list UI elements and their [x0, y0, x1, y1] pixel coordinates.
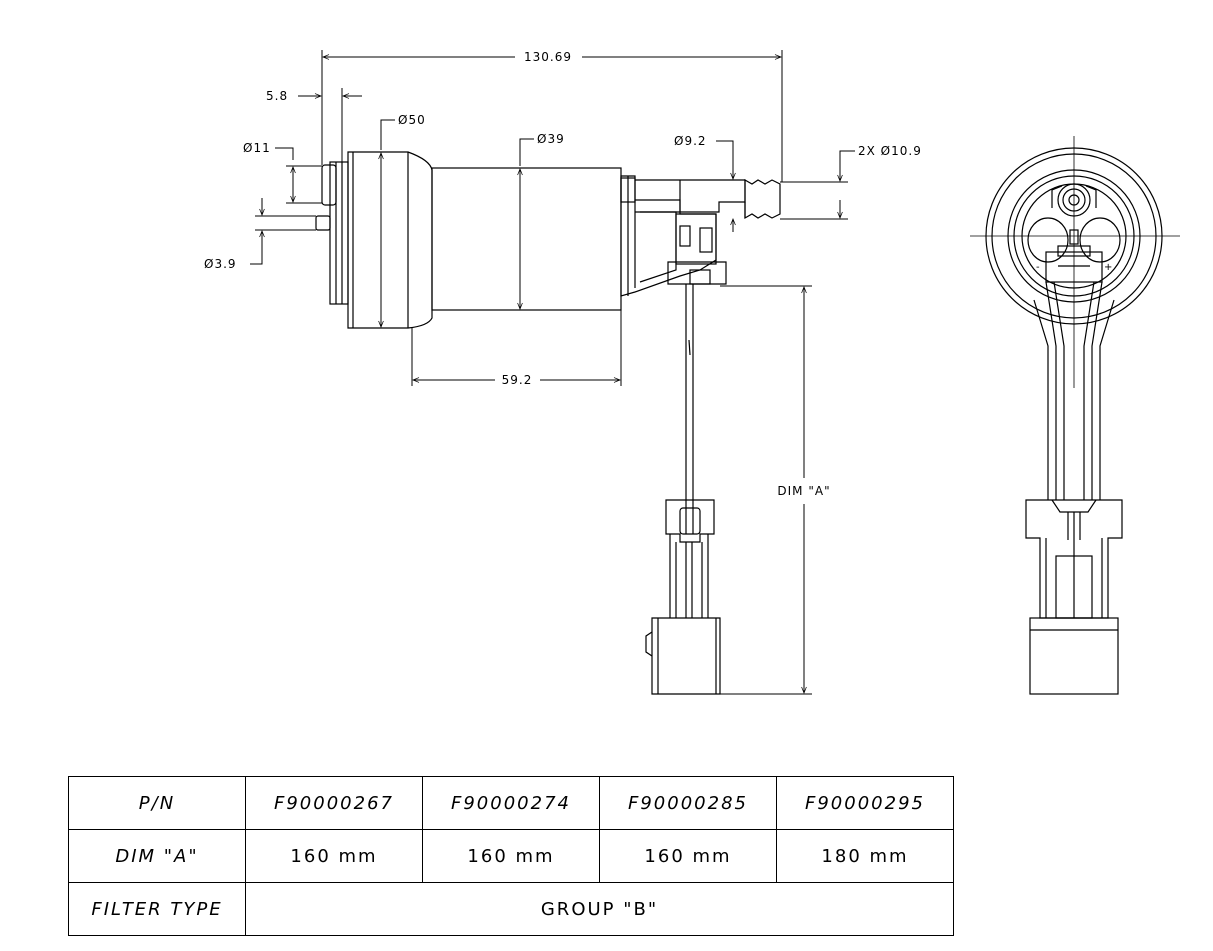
dimension-labels: 130.69 5.8 Ø50 Ø39 Ø11 Ø3.9 Ø9.2 2X Ø10.… [204, 50, 922, 498]
table-row-dim-a: DIM "A" 160 mm 160 mm 160 mm 180 mm [68, 829, 954, 883]
dim-a-row-label: DIM "A" [68, 829, 246, 883]
spec-table: P/N F90000267 F90000274 F90000285 F90000… [68, 776, 954, 936]
dimension-lines [250, 50, 855, 695]
pump-end-view: - + [970, 136, 1180, 695]
part-number-cell: F90000295 [776, 776, 954, 830]
dim-dia-39: Ø39 [537, 132, 565, 146]
dim-dia-11: Ø11 [243, 141, 271, 155]
dim-overall-length: 130.69 [524, 50, 572, 64]
dim-body-length: 59.2 [502, 373, 533, 387]
dim-a-cell: 160 mm [245, 829, 423, 883]
table-row-part-number: P/N F90000267 F90000274 F90000285 F90000… [68, 776, 954, 830]
dim-a-cell: 160 mm [422, 829, 600, 883]
svg-text:+: + [1104, 262, 1113, 273]
dim-dia-10-9: 2X Ø10.9 [858, 144, 922, 158]
filter-type-value: GROUP "B" [245, 882, 954, 936]
dim-flange-offset: 5.8 [266, 89, 288, 103]
dim-dia-9-2: Ø9.2 [674, 134, 707, 148]
dim-dia-3-9: Ø3.9 [204, 257, 237, 271]
svg-text:-: - [1036, 262, 1041, 273]
pn-label: P/N [68, 776, 246, 830]
pump-side-view [315, 151, 781, 695]
part-number-cell: F90000285 [599, 776, 777, 830]
dim-a-cell: 160 mm [599, 829, 777, 883]
dim-a-label: DIM "A" [777, 484, 830, 498]
part-number-cell: F90000274 [422, 776, 600, 830]
dim-dia-50: Ø50 [398, 113, 426, 127]
table-row-filter-type: FILTER TYPE GROUP "B" [68, 882, 954, 936]
part-number-cell: F90000267 [245, 776, 423, 830]
filter-type-label: FILTER TYPE [68, 882, 246, 936]
dim-a-cell: 180 mm [776, 829, 954, 883]
technical-drawing: 130.69 5.8 Ø50 Ø39 Ø11 Ø3.9 Ø9.2 2X Ø10.… [204, 50, 1180, 695]
